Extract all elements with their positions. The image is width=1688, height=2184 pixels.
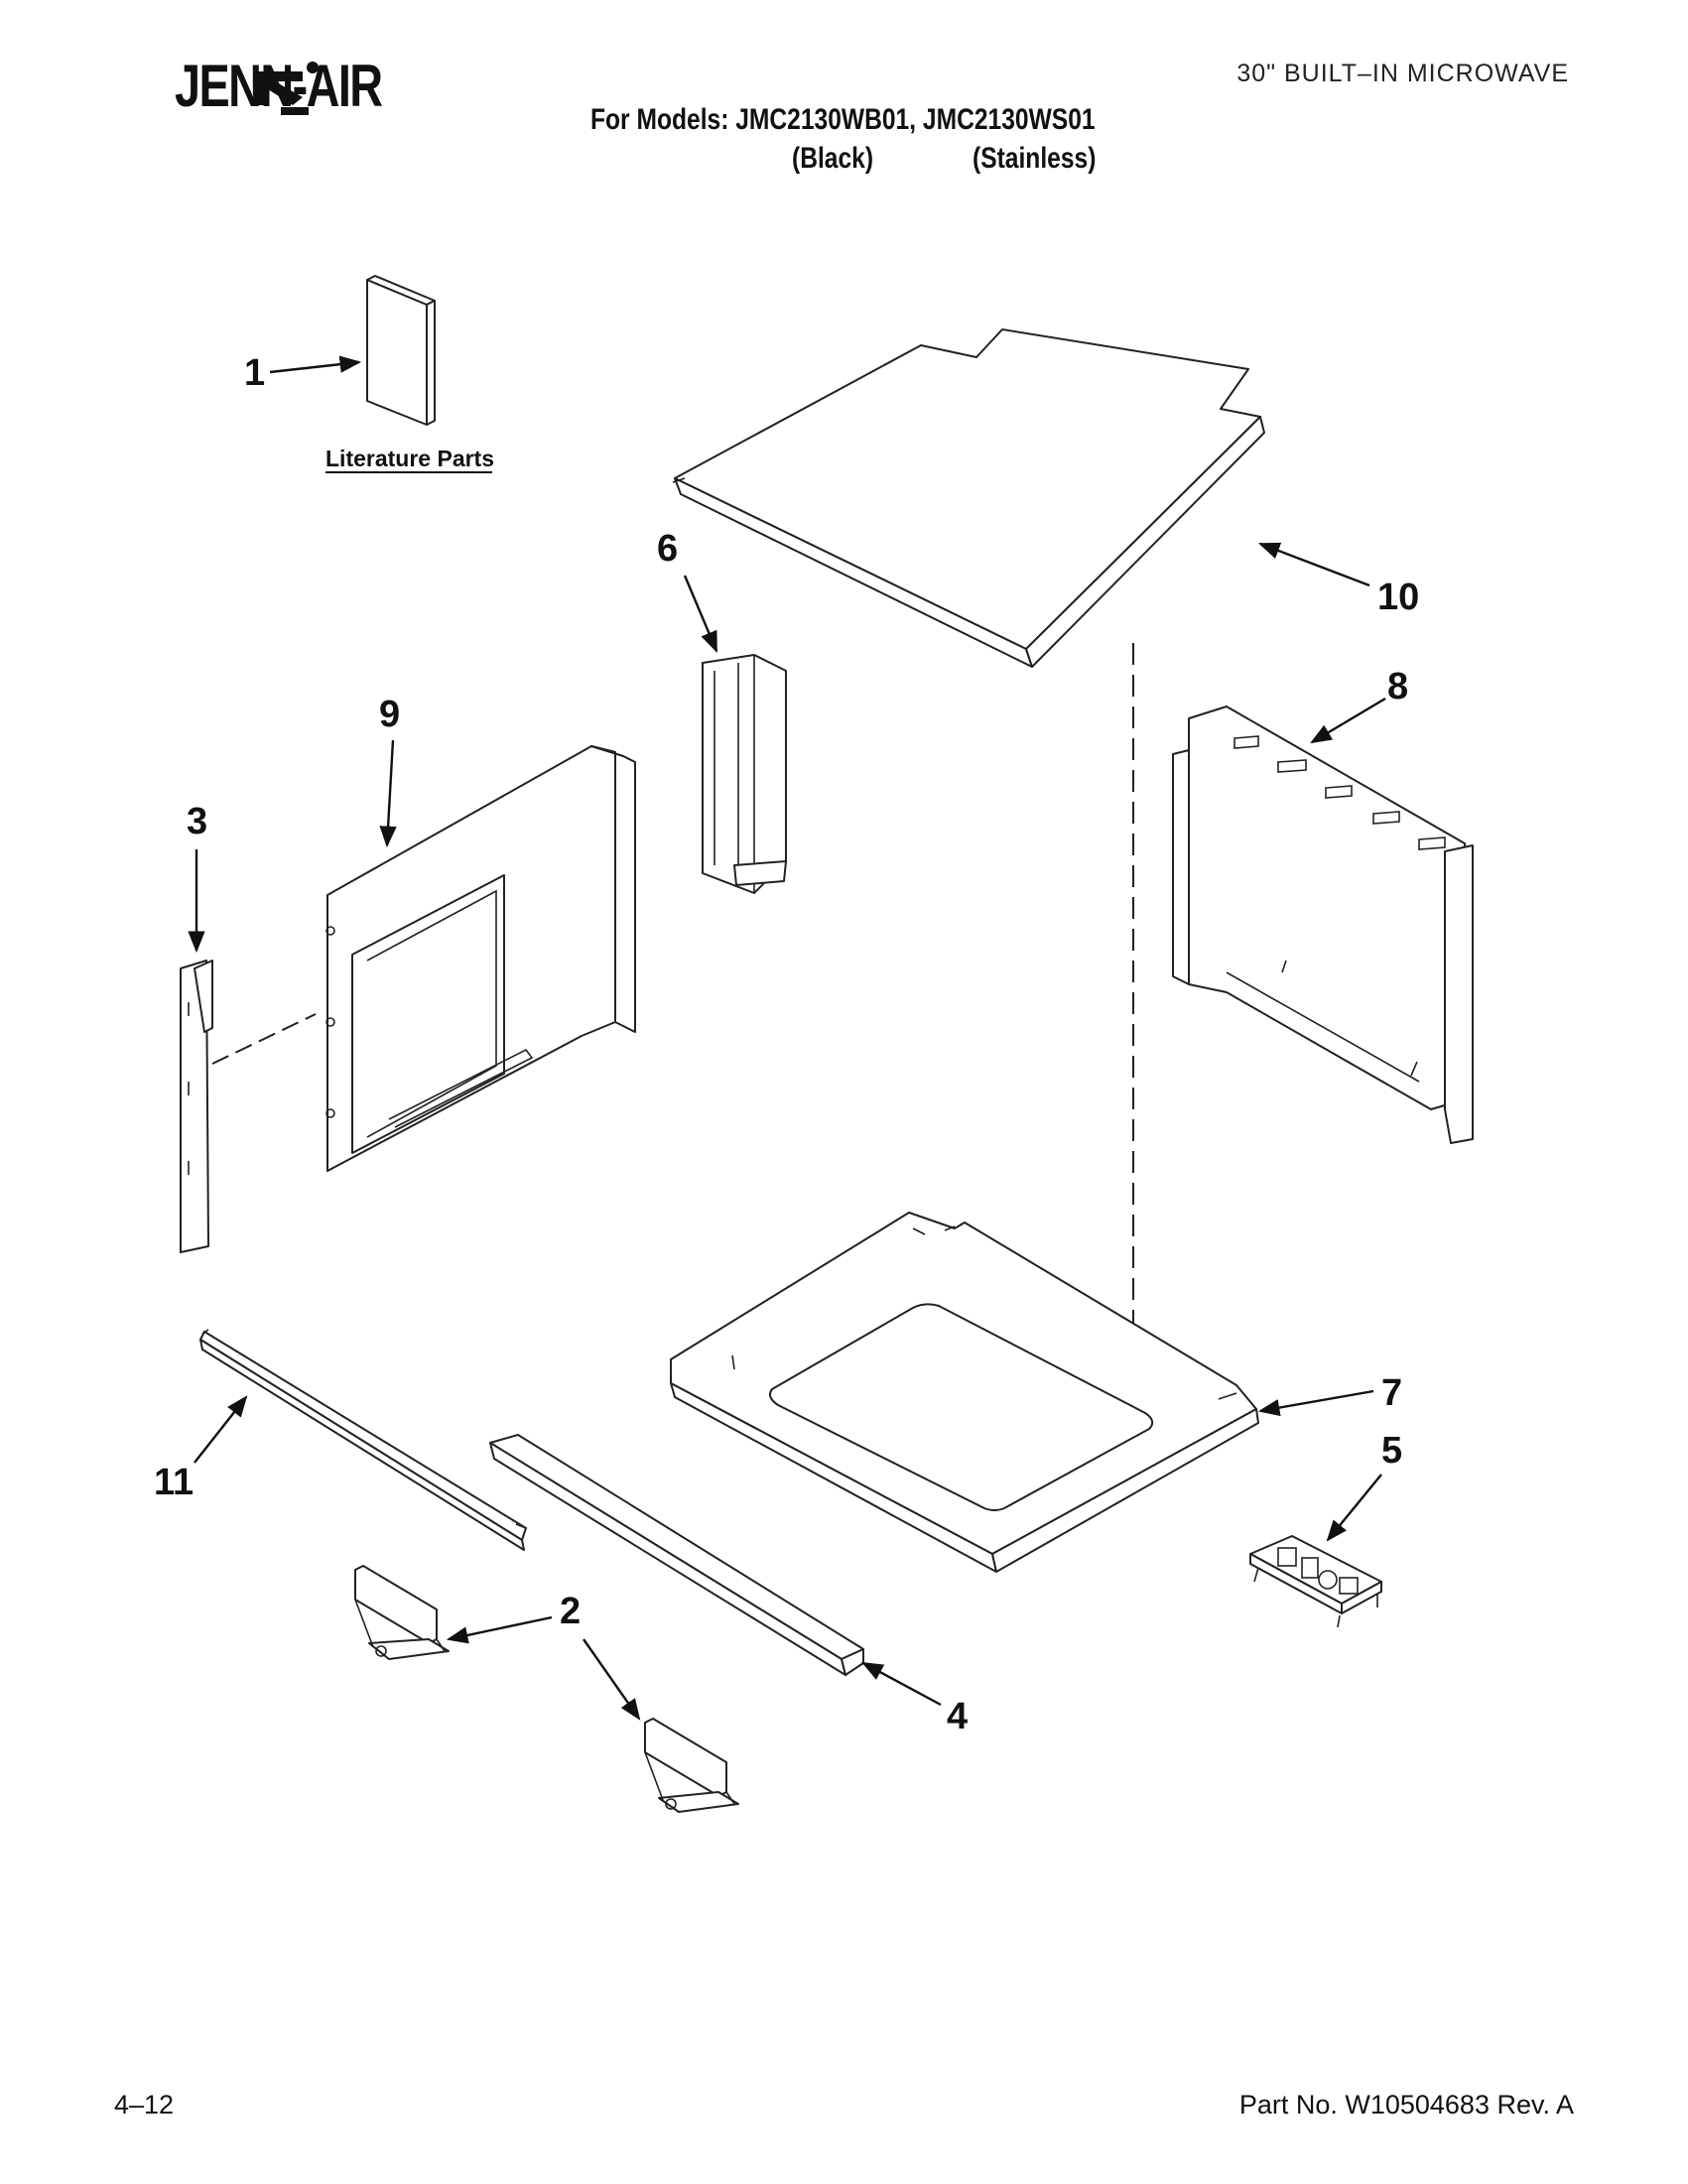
arrow-1: [269, 355, 362, 374]
callout-9: 9: [379, 694, 400, 735]
callout-6: 6: [657, 528, 678, 570]
models-line: For Models: JMC2130WB01, JMC2130WS01: [590, 103, 1096, 136]
variant-stainless: (Stainless): [973, 142, 1097, 175]
brand-logo-text: JENN-AIR: [175, 53, 383, 119]
part-7-bottom-panel: [670, 1212, 1259, 1573]
part-2-bracket-lower: [644, 1718, 739, 1813]
arrow-8: [1310, 697, 1386, 744]
part-8-right-panel: [1172, 706, 1474, 1144]
arrow-10: [1257, 542, 1370, 587]
callout-8: 8: [1387, 666, 1408, 707]
arrow-11: [194, 1395, 248, 1464]
part-6-duct: [702, 654, 787, 894]
callout-11: 11: [154, 1462, 194, 1503]
callout-1: 1: [244, 352, 265, 394]
arrow-6: [683, 575, 718, 653]
part-5-control-board: [1249, 1535, 1382, 1628]
callout-2: 2: [560, 1591, 581, 1632]
arrow-7: [1257, 1389, 1374, 1417]
arrow-2a: [446, 1615, 553, 1644]
part-3-side-bracket: [180, 960, 213, 1253]
arrow-4: [861, 1661, 942, 1707]
literature-label: Literature Parts: [325, 446, 494, 471]
part-10-top-panel: [672, 328, 1265, 668]
arrow-2b: [583, 1638, 641, 1721]
arrow-9: [379, 739, 397, 848]
part-4-front-rail: [489, 1434, 864, 1676]
callout-10: 10: [1377, 577, 1419, 618]
callout-4: 4: [947, 1696, 968, 1737]
part-9-left-panel: [325, 745, 636, 1172]
arrow-5: [1326, 1474, 1382, 1542]
part-1-literature: [366, 275, 436, 426]
brand-logo-mark: [255, 62, 319, 115]
bracket-3-dashline: [211, 1013, 317, 1065]
callout-3: 3: [187, 801, 207, 842]
variant-black: (Black): [792, 142, 874, 175]
part-number: Part No. W10504683 Rev. A: [1238, 2090, 1574, 2120]
callout-5: 5: [1381, 1430, 1402, 1472]
part-11-rail: [199, 1329, 527, 1551]
callout-7: 7: [1381, 1372, 1402, 1414]
part-2-bracket-upper: [354, 1565, 450, 1660]
page-number: 4–12: [114, 2090, 175, 2120]
product-title: 30" BUILT–IN MICROWAVE: [1236, 60, 1569, 87]
